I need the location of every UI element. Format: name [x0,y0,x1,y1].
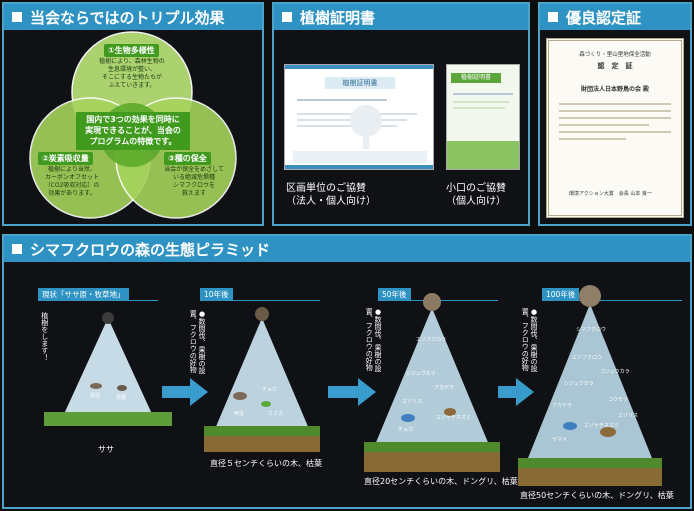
ecosystem-pyramid-panel: シマフクロウの森の生態ピラミッド 現状「ササ原・牧草地」 10年後 50年後 1… [2,234,692,509]
certificate-small-heading: 植樹証明書 [451,73,501,83]
stage-caption-50y: 直径20センチくらいの木、ドングリ、枯葉 [364,477,518,486]
square-bullet-icon [12,244,22,254]
animal-label: エゾフクロウ [572,355,603,361]
animal-label: 鳥類 [116,395,127,401]
carbon-text: 植樹により当然、 カーボンオフセット （CO2吸収対応）の 効果があります。 [44,166,100,198]
award-doc-recipient: 財団法人日本野鳥の会 殿 [580,86,650,93]
stage-note-10y: ●数間伐、果樹の設置、フクロウの好物 [189,310,206,374]
award-panel: 優良認定証 森づくり・里山里地保全活動 認 定 証 財団法人日本野鳥の会 殿 環… [538,2,692,226]
pyramid-50y [372,308,492,452]
triple-effect-title: 当会ならではのトリプル効果 [30,8,225,27]
stage-caption-10y: 直径５センチくらいの木、枯葉 [210,459,322,468]
certificate-large-image: 植樹証明書 [284,64,434,170]
biodiversity-text: 植樹により、森林生物の 生息環境が整い、 そこにする生物たちが ふえていきます。 [99,58,165,90]
square-bullet-icon [12,12,22,22]
animal-label: 甲虫 [234,411,245,417]
animal-label: シマフクロウ [576,327,607,333]
triple-effect-panel: 当会ならではのトリプル効果 ①生物多様性 植樹により、森林生物の 生息環境が整い… [2,2,264,226]
arrow-right-icon [162,378,208,406]
caption-large-sponsor: 区画単位のご協賛 （法人・個人向け） [286,183,376,207]
pyramid-title: シマフクロウの森の生態ピラミッド [30,240,271,259]
award-doc-header: 森づくり・里山里地保全活動 [579,52,651,58]
award-header: 優良認定証 [540,4,690,30]
animal-label: 昆虫 [90,393,101,399]
animal-label: シジュウカラ [564,381,594,387]
animal-label: エゾリス [402,399,423,405]
animal-label: ミミズ [268,411,284,417]
biodiversity-title: ①生物多様性 [104,44,159,57]
stage-caption-100y: 直径50センチくらいの木、ドングリ、枯葉 [520,491,674,500]
animal-label: エゾリス [618,413,639,419]
square-bullet-icon [282,12,292,22]
certificate-title: 植樹証明書 [300,8,376,27]
animal-label: ゴジュウカラ [600,369,630,375]
pyramid-header: シマフクロウの森の生態ピラミッド [4,236,690,262]
certificate-panel: 植樹証明書 植樹証明書 植樹証明書 区画単位のご協賛 （法人・個人向け） 小口の… [272,2,530,226]
stage-note-100y: ●数間伐、果樹の設置、フクロウの好物 [521,308,538,372]
tree-watermark-icon [350,105,382,149]
stage-label-100y: 100年後 [542,288,580,301]
species-title: ③種の保全 [164,152,211,165]
award-doc-signer: 環境アクション大賞 会長 山本 良一 [569,191,652,197]
carbon-title: ②炭素吸収量 [38,152,93,165]
stage-caption-current: ササ [98,445,114,454]
animal-label: エゾヤチネズミ [436,415,472,421]
triple-effect-header: 当会ならではのトリプル効果 [4,4,262,30]
animal-label: アカゲラ [434,385,455,391]
award-doc-title: 認 定 証 [597,62,633,70]
award-title: 優良認定証 [566,8,642,27]
venn-center-text: 国内で3つの効果を同時に 実現できることが、当会の プログラムの特徴です。 [76,112,190,150]
species-text: 当会が保全をめざして いる絶滅危惧種 シマフクロウを 救えます [164,166,224,198]
pyramid-illustrations [44,285,662,486]
award-certificate-image: 森づくり・里山里地保全活動 認 定 証 財団法人日本野鳥の会 殿 環境アクション… [546,38,684,218]
animal-label: コウモリ [608,397,628,403]
pyramid-10y [212,318,312,436]
animal-label: チョウ [398,427,414,433]
animal-label: アカゲラ [552,403,573,409]
venn-diagram: ①生物多様性 植樹により、森林生物の 生息環境が整い、 そこにする生物たちが ふ… [4,30,262,224]
caption-small-sponsor: 小口のご協賛 （個人向け） [446,183,506,207]
animal-label: チョウ [262,387,278,393]
stage-note-current: 植樹をします！ [40,312,49,361]
arrow-right-icon [328,378,376,406]
certificate-small-image: 植樹証明書 [446,64,520,170]
stage-label-10y: 10年後 [200,288,233,301]
animal-label: エゾヤチネズミ [584,423,620,429]
stage-note-50y: ●数間伐、果樹の設置、フクロウの好物 [365,308,382,372]
pyramid-100y [524,304,656,468]
certificate-large-heading: 植樹証明書 [325,77,395,89]
animal-label: エゾフクロウ [416,337,447,343]
pyramid-current [64,318,152,414]
animal-label: シジュウカラ [406,371,436,377]
square-bullet-icon [548,12,558,22]
arrow-right-icon [498,378,534,406]
animal-label: ヤマメ [552,437,568,443]
stage-label-current: 現状「ササ原・牧草地」 [38,288,129,301]
certificate-header: 植樹証明書 [274,4,528,30]
stage-label-50y: 50年後 [378,288,411,301]
